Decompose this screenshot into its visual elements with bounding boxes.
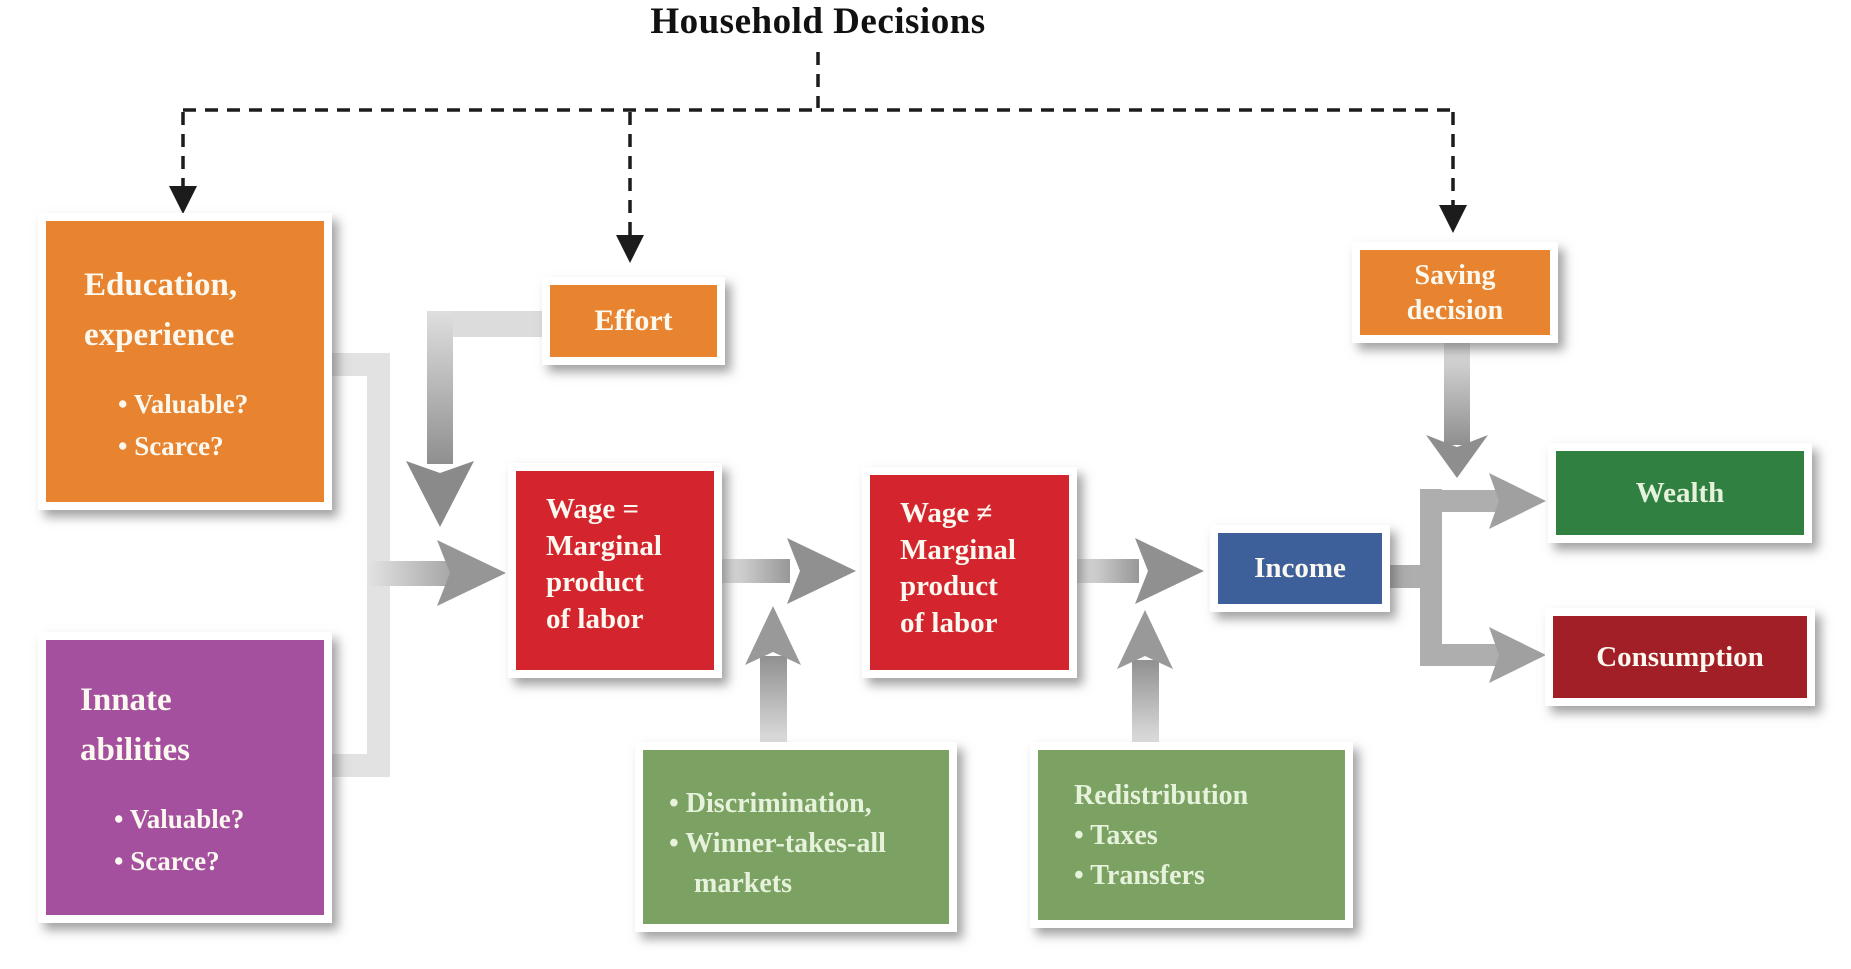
discrimination-bullet-1: • Discrimination,: [669, 788, 872, 819]
dashed-arrowhead-effort: [616, 235, 644, 263]
discrimination-bullet-2: • Winner-takes-all: [669, 827, 886, 859]
innate-abilities-box: Innate abilities • Valuable? • Scarce?: [38, 632, 332, 923]
arrow-redistribution-up: [1117, 610, 1173, 744]
wage-not-equal-line-1: Wage ≠: [900, 497, 993, 529]
discrimination-bullet-2-cont: markets: [694, 867, 792, 899]
arrowhead-wealth: [1489, 473, 1546, 529]
arrow-discrimination-up: [745, 606, 801, 744]
effort-box: Effort: [542, 277, 725, 365]
redistribution-bullet-1: • Taxes: [1074, 819, 1158, 851]
bracket-income-branch: [1390, 473, 1546, 683]
arrow-saving-down: [1426, 343, 1488, 478]
arrowhead-into-wage-equal: [437, 540, 506, 606]
dashed-links: [169, 52, 1467, 263]
consumption-label: Consumption: [1553, 616, 1807, 698]
education-bullet-2: • Scarce?: [118, 430, 224, 461]
discrimination-box: • Discrimination, • Winner-takes-all mar…: [635, 742, 957, 932]
education-line-1: Education,: [84, 267, 238, 303]
wage-equal-line-3: product: [546, 566, 644, 599]
innate-bullet-2: • Scarce?: [114, 845, 220, 876]
wealth-box: Wealth: [1548, 443, 1812, 543]
dashed-arrowhead-education: [169, 186, 197, 214]
consumption-box: Consumption: [1545, 608, 1815, 706]
wage-not-equal-marginal-product-box: Wage ≠ Marginal product of labor: [862, 467, 1077, 678]
arrowhead-consumption: [1489, 627, 1546, 683]
innate-bullet-1: • Valuable?: [114, 804, 245, 834]
wage-equal-line-4: of labor: [546, 602, 644, 635]
education-line-2: experience: [84, 316, 235, 353]
arrowhead-effort: [406, 461, 474, 527]
wealth-label: Wealth: [1556, 451, 1804, 535]
innate-line-1: Innate: [80, 682, 172, 718]
arrow-wage-not-equal-to-income: [1077, 538, 1204, 604]
saving-line-2: decision: [1406, 294, 1504, 326]
education-bullet-1: • Valuable?: [118, 389, 249, 419]
redistribution-box: Redistribution • Taxes • Transfers: [1030, 742, 1353, 928]
arrow-wage-equal-to-wage-not-equal: [722, 538, 856, 604]
innate-line-2: abilities: [80, 731, 191, 768]
wage-equal-line-2: Marginal: [546, 529, 662, 562]
bracket-education-innate: [332, 353, 506, 777]
income-label: Income: [1218, 533, 1382, 604]
wage-equal-line-1: Wage =: [546, 493, 640, 525]
dashed-arrowhead-saving: [1439, 205, 1467, 233]
income-box: Income: [1210, 525, 1390, 612]
effort-label: Effort: [550, 285, 717, 357]
saving-decision-box: Saving decision: [1352, 242, 1558, 343]
education-experience-box: Education, experience • Valuable? • Scar…: [38, 213, 332, 510]
page-title: Household Decisions: [650, 1, 986, 42]
arrow-effort-to-wage-equal: [406, 311, 542, 527]
wage-not-equal-line-3: product: [900, 570, 998, 603]
redistribution-bullet-2: • Transfers: [1074, 859, 1205, 891]
redistribution-line-1: Redistribution: [1074, 780, 1249, 811]
saving-line-1: Saving: [1414, 259, 1496, 291]
wage-not-equal-line-2: Marginal: [900, 533, 1016, 566]
wage-equal-marginal-product-box: Wage = Marginal product of labor: [508, 463, 722, 678]
wage-not-equal-line-4: of labor: [900, 606, 998, 639]
